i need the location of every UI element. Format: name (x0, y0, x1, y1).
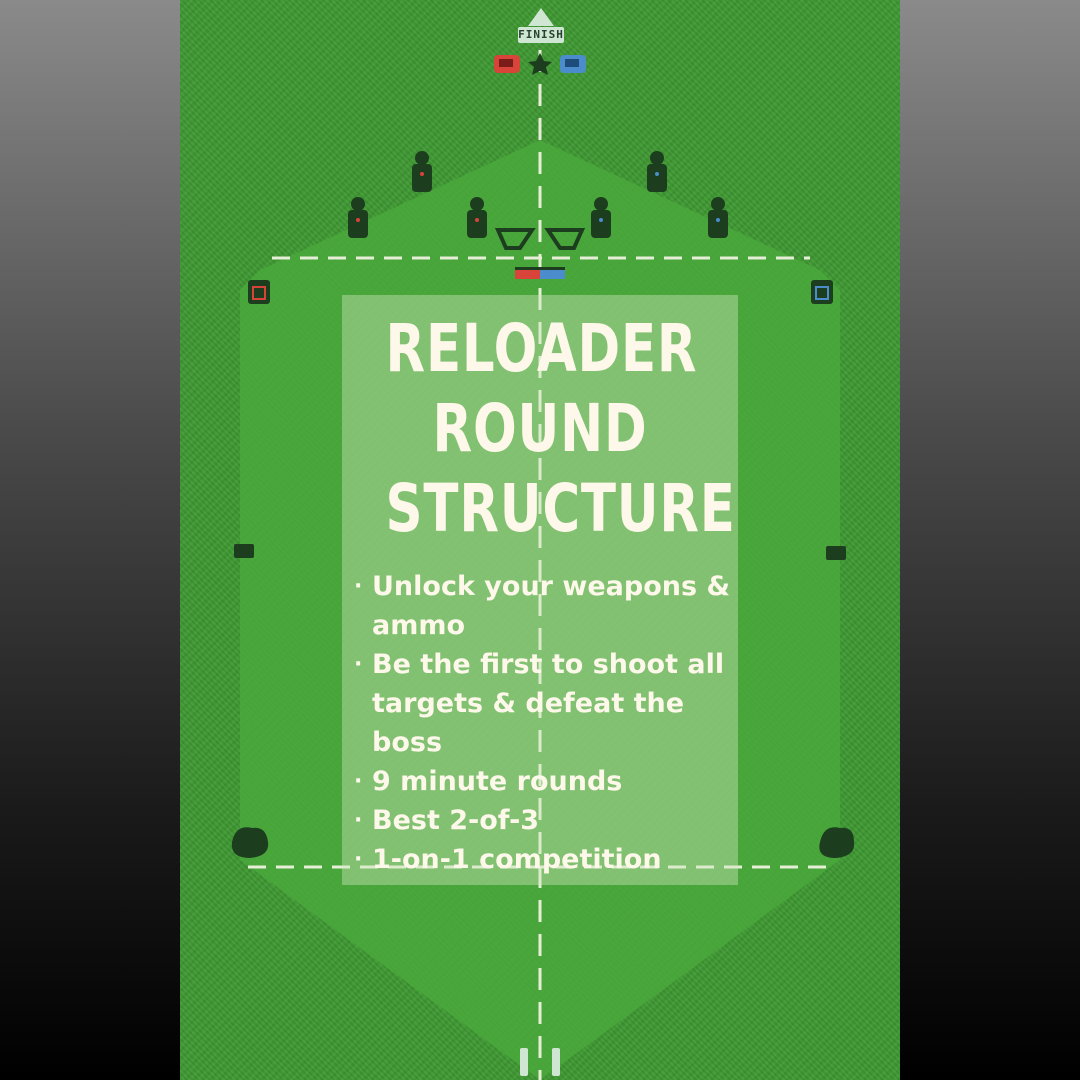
supply-crate-icon (248, 280, 270, 304)
silhouette-target-icon (708, 197, 728, 238)
title-line-1: RELOADER (385, 310, 698, 387)
list-item: · Be the first to shoot all targets & def… (354, 645, 744, 762)
ammo-box-icon (234, 544, 254, 558)
list-item-text: Unlock your weapons & ammo (372, 571, 730, 641)
list-item: · Unlock your weapons & ammo (354, 567, 744, 645)
crossbow-icon (494, 228, 586, 250)
bullet-dot: · (354, 769, 363, 794)
silhouette-target-icon (412, 151, 432, 192)
silhouette-target-icon (348, 197, 368, 238)
title-line-3: STRUCTURE (385, 470, 736, 547)
silhouette-target-icon (647, 151, 667, 192)
bullet-dot: · (354, 847, 363, 872)
bullet-dot: · (354, 652, 363, 677)
start-marker-icon (520, 1048, 560, 1076)
bullet-dot: · (354, 808, 363, 833)
team-blue-vehicle-icon (560, 55, 586, 73)
game-field: FINISH RELOADER ROUND STRUCTURE · Unlock … (180, 0, 900, 1080)
team-red-vehicle-icon (494, 55, 520, 73)
list-item-text: Best 2-of-3 (372, 805, 540, 836)
ammo-box-icon (826, 546, 846, 560)
list-item-text: Be the first to shoot all targets & defe… (372, 649, 725, 758)
field-markings (231, 50, 855, 1080)
bush-cover-icon (231, 827, 269, 858)
list-item: · 9 minute rounds (354, 762, 744, 801)
supply-crate-icon (811, 280, 833, 304)
finish-label: FINISH (518, 27, 564, 43)
list-item-text: 9 minute rounds (372, 766, 623, 797)
bullet-dot: · (354, 574, 363, 599)
title-line-2: ROUND (432, 390, 648, 467)
list-item: · 1-on-1 competition (354, 840, 744, 879)
ammo-box-icon (515, 267, 565, 279)
rules-list: · Unlock your weapons & ammo · Be the firs… (354, 567, 744, 879)
list-item-text: 1-on-1 competition (372, 844, 662, 875)
bush-cover-icon (819, 827, 855, 858)
info-panel: RELOADER ROUND STRUCTURE · Unlock your we… (342, 295, 738, 885)
center-star-icon (528, 53, 552, 75)
list-item: · Best 2-of-3 (354, 801, 744, 840)
finish-arrow-icon (528, 8, 554, 26)
silhouette-target-icon (467, 197, 487, 238)
silhouette-target-icon (591, 197, 611, 238)
